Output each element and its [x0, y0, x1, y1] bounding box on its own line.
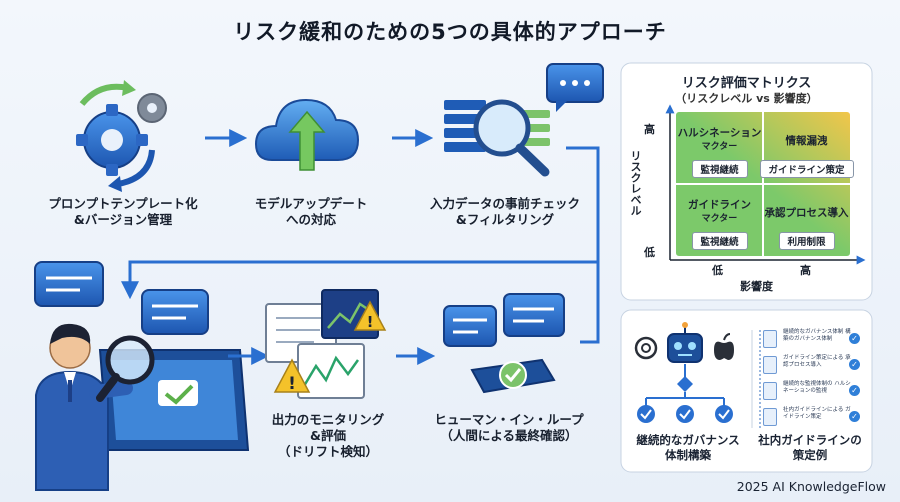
robot-icon — [667, 322, 703, 363]
chat-bubble-icon — [443, 305, 497, 347]
doc-text: ガイドライン策定による 承認プロセス導入 — [783, 355, 851, 368]
cell-sublabel: マクター — [701, 214, 738, 224]
step-3-line2: &フィルタリング — [455, 212, 555, 227]
document-icon — [763, 408, 777, 426]
step-2-line2: への対応 — [285, 212, 336, 227]
guideline-doc-item: ガイドライン策定による 承認プロセス導入 ✓ — [763, 354, 860, 378]
guideline-doc-item: 社内ガイドラインによる ガイドライン策定 ✓ — [763, 406, 860, 430]
y-axis-low: 低 — [644, 246, 655, 259]
matrix-cell-top-right: 情報漏洩 ガイドライン策定 — [759, 112, 854, 184]
governance-label: 継続的なガバナンス 体制構築 — [628, 433, 748, 463]
check-icon — [470, 358, 556, 394]
chat-bubble-icon — [34, 261, 104, 307]
cell-label: ガイドライン — [688, 199, 751, 211]
chat-bubble-icon — [546, 63, 604, 112]
matrix-cell-bottom-left: ガイドライン マクター 監視継続 — [676, 184, 763, 256]
cell-label: 情報漏洩 — [785, 135, 828, 147]
document-icon — [763, 382, 777, 400]
cell-sublabel: マクター — [701, 142, 738, 152]
doc-text: 継続的な監視体制の ハルシネーションの監視 — [783, 381, 851, 394]
step-4-label: 出力のモニタリング &評価 （ドリフト検知） — [248, 412, 408, 460]
cloud-upload-icon — [254, 98, 360, 171]
matrix-subtitle: （リスクレベル vs 影響度） — [675, 92, 818, 105]
step-1-line2: &バージョン管理 — [73, 212, 173, 227]
step-5-label: ヒューマン・イン・ループ （人間による最終確認） — [414, 412, 604, 444]
check-icon: ✓ — [849, 385, 860, 396]
warning-icon: ! — [353, 300, 387, 331]
warning-icon: ! — [273, 358, 311, 394]
guideline-line2: 策定例 — [792, 448, 828, 462]
x-axis-high: 高 — [800, 264, 811, 277]
flow-connector — [580, 262, 600, 344]
x-axis-title: 影響度 — [740, 280, 773, 293]
guideline-doc-item: 継続的な監視体制の ハルシネーションの監視 ✓ — [763, 380, 860, 404]
gear-icon — [76, 80, 167, 192]
svg-text:!: ! — [288, 374, 296, 394]
step-5-line1: ヒューマン・イン・ループ — [434, 412, 584, 427]
check-icon: ✓ — [849, 359, 860, 370]
step-3-line1: 入力データの事前チェック — [429, 196, 580, 211]
y-axis-high: 高 — [644, 123, 655, 136]
doc-text: 社内ガイドラインによる ガイドライン策定 — [783, 407, 851, 420]
check-icon: ✓ — [849, 411, 860, 422]
footer-credit: 2025 AI KnowledgeFlow — [736, 479, 886, 494]
guideline-line1: 社内ガイドラインの — [758, 433, 862, 447]
step-4-line3: （ドリフト検知） — [277, 444, 378, 459]
doc-text: 継続的なガバナンス体制 構築のガバナンス体制 — [783, 329, 851, 342]
matrix-cell-bottom-right: 承認プロセス導入 利用制限 — [763, 184, 850, 256]
governance-line1: 継続的なガバナンス — [636, 433, 740, 447]
step-2-line1: モデルアップデート — [254, 196, 368, 211]
chat-bubble-icon — [503, 293, 565, 337]
step-4-line1: 出力のモニタリング — [271, 412, 385, 427]
ai-logo-icon — [634, 336, 658, 360]
y-axis-title: リスクレベル — [629, 150, 642, 216]
apple-logo-icon — [714, 333, 734, 360]
check-icon — [158, 380, 198, 406]
magnifier-icon — [96, 335, 155, 402]
step-5-line2: （人間による最終確認） — [440, 428, 578, 443]
guideline-doc-item: 継続的なガバナンス体制 構築のガバナンス体制 ✓ — [763, 328, 860, 352]
cell-label: ハルシネーション — [677, 127, 762, 139]
cell-label: 承認プロセス導入 — [764, 207, 849, 219]
svg-text:!: ! — [367, 313, 374, 331]
step-2-label: モデルアップデート への対応 — [236, 196, 386, 228]
step-4-line2: &評価 — [310, 428, 346, 443]
governance-tree — [637, 364, 733, 423]
governance-line2: 体制構築 — [665, 448, 711, 462]
step-1-line1: プロンプトテンプレート化 — [48, 196, 198, 211]
guideline-label: 社内ガイドラインの 策定例 — [752, 433, 868, 463]
cell-tag: 監視継続 — [691, 160, 748, 178]
document-icon — [763, 356, 777, 374]
x-axis-low: 低 — [712, 264, 723, 277]
matrix-cell-top-left: ハルシネーション マクター 監視継続 — [676, 112, 763, 184]
step-1-label: プロンプトテンプレート化 &バージョン管理 — [38, 196, 208, 228]
cell-tag: ガイドライン策定 — [759, 160, 854, 178]
page-title: リスク緩和のための5つの具体的アプローチ — [233, 20, 667, 44]
cell-tag: 監視継続 — [691, 232, 748, 250]
check-icon: ✓ — [849, 333, 860, 344]
magnifier-icon — [444, 99, 550, 177]
document-icon — [763, 330, 777, 348]
matrix-title: リスク評価マトリクス — [681, 76, 812, 91]
chat-bubble-icon — [141, 289, 209, 335]
cell-tag: 利用制限 — [778, 232, 835, 250]
step-3-label: 入力データの事前チェック &フィルタリング — [410, 196, 600, 228]
